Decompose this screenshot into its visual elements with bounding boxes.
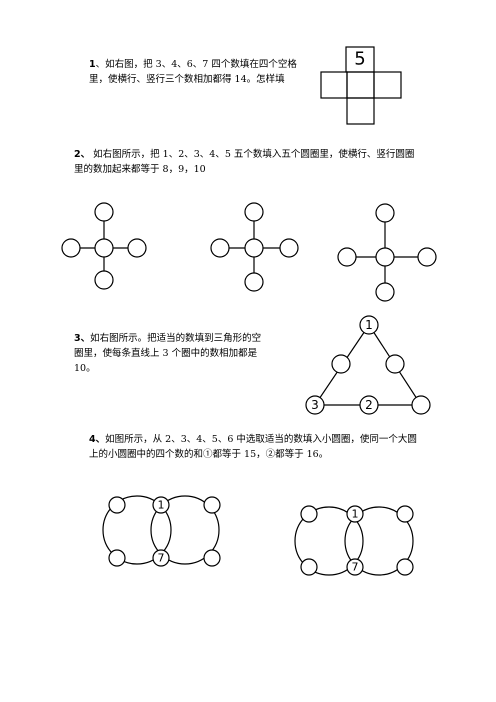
rings-2-bottom-number: 7 — [352, 561, 359, 574]
grid-cell-bottom — [346, 97, 375, 125]
cross-grid: 5 — [320, 46, 402, 125]
problem-3-text: 3、如右图所示。把适当的数填到三角形的空 圈里，使每条直线上 3 个圈中的数相加… — [74, 331, 261, 376]
rings-1-bottom-number: 7 — [158, 552, 165, 565]
triangle-bottom-left-circle — [305, 395, 325, 415]
problem-4-line-1: 如图所示，从 2、3、4、5、6 中选取适当的数填入小圆圈，使同一个大圆 — [105, 434, 417, 445]
grid-cell-left — [320, 71, 348, 99]
rings-figure-1: 1 7 — [102, 495, 221, 567]
problem-1-number: 1 — [89, 59, 96, 70]
rings-1-top-number: 1 — [158, 499, 165, 512]
grid-given-number: 5 — [354, 49, 365, 70]
problem-4-text: 4、如图所示，从 2、3、4、5、6 中选取适当的数填入小圆圈，使同一个大圆 上… — [89, 432, 417, 462]
triangle-bottom-middle-number: 2 — [365, 398, 373, 412]
problem-1-line-1: 、如右图，把 3、4、6、7 四个数填在四个空格 — [95, 59, 297, 70]
problem-1-line-2: 里，使横行、竖行三个数相加都得 14。怎样填 — [89, 74, 285, 85]
rings-figure-2: 1 7 — [294, 505, 414, 576]
problem-4-line-2: 上的小圆圈中的四个数的和①都等于 15，②都等于 16。 — [89, 449, 329, 460]
problem-4-number: 4、 — [89, 434, 106, 445]
plus-figure-2 — [210, 202, 299, 292]
triangle-bottom-left-number: 3 — [311, 398, 319, 412]
triangle-figure: 1 3 2 — [305, 315, 431, 415]
problem-2-text: 2、 如右图所示，把 1、2、3、4、5 五个数填入五个圆圈里，使横行、竖行圆圈… — [74, 147, 414, 177]
problem-3-line-2: 圈里，使每条直线上 3 个圈中的数相加都是 — [74, 348, 258, 359]
triangle-top-circle — [359, 315, 379, 335]
problem-3-number: 3、 — [74, 333, 91, 344]
triangle-top-number: 1 — [365, 318, 373, 332]
plus-figure-3 — [337, 203, 437, 302]
triangle-bottom-middle-circle — [359, 395, 379, 415]
problem-2-number: 2、 — [74, 149, 91, 160]
problem-3-line-1: 如右图所示。把适当的数填到三角形的空 — [90, 333, 262, 344]
problem-3-line-3: 10。 — [74, 363, 96, 374]
problem-2-line-2: 里的数加起来都等于 8，9，10 — [74, 164, 206, 175]
grid-cell-right — [373, 71, 402, 99]
plus-figure-1 — [61, 202, 147, 290]
problem-1-text: 1、如右图，把 3、4、6、7 四个数填在四个空格 里，使横行、竖行三个数相加都… — [89, 57, 297, 87]
rings-2-top-number: 1 — [352, 508, 359, 521]
problem-2-line-1: 如右图所示，把 1、2、3、4、5 五个数填入五个圆圈里，使横行、竖行圆圈 — [93, 149, 415, 160]
grid-cell-center — [346, 71, 375, 99]
